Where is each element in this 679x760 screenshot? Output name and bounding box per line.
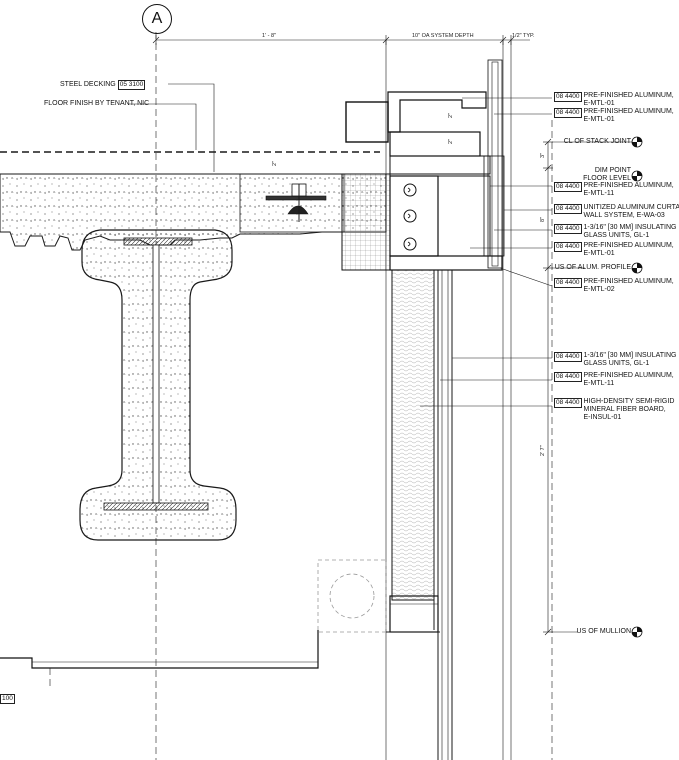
- material-tag-code: 08 4400: [554, 352, 582, 362]
- material-tag-line: E-MTL-01: [583, 100, 615, 107]
- steel-i-beam: [103, 237, 209, 511]
- material-tag-line: PRE-FINISHED ALUMINUM,: [583, 108, 674, 115]
- material-tag-line: GLASS UNITS, GL-1: [583, 232, 650, 239]
- dim-system-depth: 10" OA SYSTEM DEPTH: [412, 33, 474, 39]
- material-tag-line: HIGH-DENSITY SEMI-RIGID: [583, 398, 675, 405]
- material-tag-line: PRE-FINISHED ALUMINUM,: [583, 372, 674, 379]
- material-tag-text: PRE-FINISHED ALUMINUM,E-MTL-01: [584, 108, 674, 124]
- material-tag-code: 08 4400: [554, 92, 582, 102]
- callout-floor-finish-text: FLOOR FINISH BY TENANT, NIC: [44, 100, 150, 107]
- material-tag-line: E-MTL-01: [583, 116, 615, 123]
- material-tag-text: PRE-FINISHED ALUMINUM,E-MTL-01: [584, 92, 674, 108]
- elev-floor-level-line1: DIM POINT: [594, 167, 631, 174]
- dim-v-e: 8": [540, 217, 546, 222]
- elev-floor-level-line2: FLOOR LEVEL: [583, 175, 631, 182]
- mineral-fiber-board: [391, 269, 435, 601]
- dim-typ: 1/2" TYP.: [512, 33, 535, 39]
- material-tag-line: E-INSUL-01: [583, 414, 622, 421]
- material-tag-text: PRE-FINISHED ALUMINUM,E-MTL-01: [584, 242, 674, 258]
- callout-steel-decking-tag: 05 3100: [117, 80, 146, 90]
- callout-steel-decking-text: STEEL DECKING: [60, 81, 116, 88]
- elev-us-alum-profile: US OF ALUM. PROFILE: [555, 264, 631, 272]
- elev-cl-stack-joint-text: CL OF STACK JOINT: [563, 138, 631, 145]
- material-tag-line: PRE-FINISHED ALUMINUM,: [583, 182, 674, 189]
- material-tag-line: PRE-FINISHED ALUMINUM,: [583, 278, 674, 285]
- ghost-duct: [317, 559, 387, 633]
- callout-steel-decking: STEEL DECKING 05 3100: [60, 80, 146, 90]
- right-vertical-dimensions: [543, 138, 553, 636]
- dim-v-b: 2": [448, 139, 454, 144]
- material-tag-text: PRE-FINISHED ALUMINUM,E-MTL-11: [584, 182, 674, 198]
- material-tag-line: E-MTL-11: [583, 380, 615, 387]
- partial-tag-box: 100: [0, 694, 15, 704]
- material-tag-line: 1-3/16" [30 MM] INSULATING: [583, 224, 677, 231]
- material-tag-code: 08 4400: [554, 204, 582, 214]
- lower-floor-line: [0, 630, 319, 669]
- grid-bubble-a: A: [142, 4, 172, 34]
- dim-v-d: 3": [540, 153, 546, 158]
- material-tag-code: 08 4400: [554, 224, 582, 234]
- curtain-wall-frame: [345, 59, 505, 271]
- material-tag-text: PRE-FINISHED ALUMINUM,E-MTL-02: [584, 278, 674, 294]
- material-tag-code: 08 4400: [554, 398, 582, 408]
- elev-us-alum-profile-text: US OF ALUM. PROFILE: [554, 264, 631, 271]
- dim-v-f: 2' 7": [540, 445, 546, 456]
- spandrel-glass: [433, 270, 453, 760]
- material-tag-line: E-MTL-02: [583, 286, 615, 293]
- slab-edge-anchor: [239, 173, 345, 233]
- material-tag-code: 08 4400: [554, 372, 582, 382]
- material-tag-line: E-MTL-11: [583, 190, 615, 197]
- dim-v-c: 2": [272, 161, 278, 166]
- material-tag-line: PRE-FINISHED ALUMINUM,: [583, 242, 674, 249]
- material-tag-line: GLASS UNITS, GL-1: [583, 360, 650, 367]
- material-tag-code: 08 4400: [554, 182, 582, 192]
- material-tag-line: MINERAL FIBER BOARD,: [583, 406, 666, 413]
- dim-v-a: 2": [448, 113, 454, 118]
- material-tag-line: PRE-FINISHED ALUMINUM,: [583, 92, 674, 99]
- elevation-markers: [552, 136, 643, 638]
- material-tag-code: 08 4400: [554, 242, 582, 252]
- elev-us-mullion: US OF MULLION: [577, 628, 631, 636]
- firesafing-block: [341, 173, 391, 271]
- elev-cl-stack-joint: CL OF STACK JOINT: [564, 138, 631, 146]
- mullion-bottom: [386, 595, 440, 633]
- material-tag-line: WALL SYSTEM, E-WA-03: [583, 212, 665, 219]
- leader-steel-decking: [168, 83, 215, 172]
- dim-top-span: 1' - 8": [262, 33, 276, 39]
- material-tag-code: 08 4400: [554, 108, 582, 118]
- elev-floor-level: DIM POINT FLOOR LEVEL: [583, 167, 631, 183]
- callout-floor-finish: FLOOR FINISH BY TENANT, NIC: [44, 100, 149, 107]
- material-tag-line: UNITIZED ALUMINUM CURTAIN: [583, 204, 679, 211]
- material-tag-line: 1-3/16" [30 MM] INSULATING: [583, 352, 677, 359]
- material-tag-text: PRE-FINISHED ALUMINUM,E-MTL-11: [584, 372, 674, 388]
- tag-leaders: [420, 97, 553, 407]
- partial-tag: 100: [0, 694, 15, 704]
- elev-us-mullion-text: US OF MULLION: [576, 628, 631, 635]
- leader-floor-finish: [128, 103, 197, 150]
- material-tag-line: E-MTL-01: [583, 250, 615, 257]
- material-tag-code: 08 4400: [554, 278, 582, 288]
